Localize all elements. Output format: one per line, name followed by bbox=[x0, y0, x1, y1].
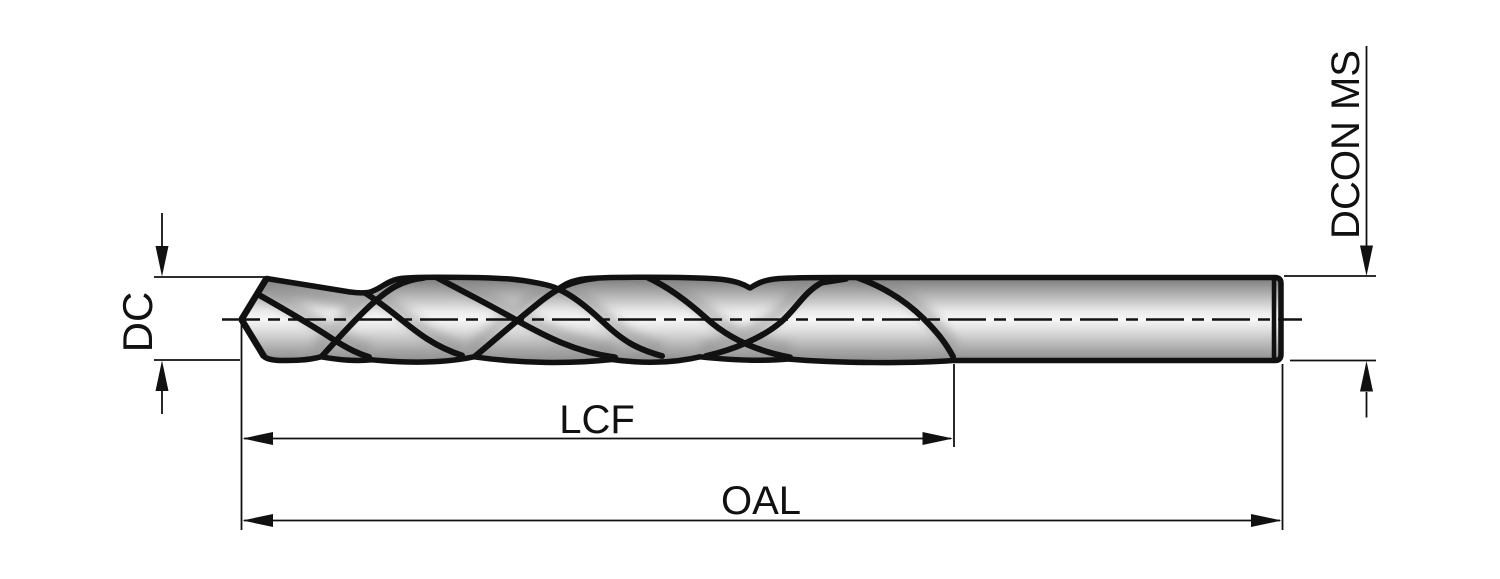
svg-text:DCON MS: DCON MS bbox=[1324, 50, 1368, 239]
svg-text:DC: DC bbox=[114, 292, 161, 353]
svg-text:OAL: OAL bbox=[721, 479, 801, 523]
svg-text:LCF: LCF bbox=[559, 398, 635, 442]
